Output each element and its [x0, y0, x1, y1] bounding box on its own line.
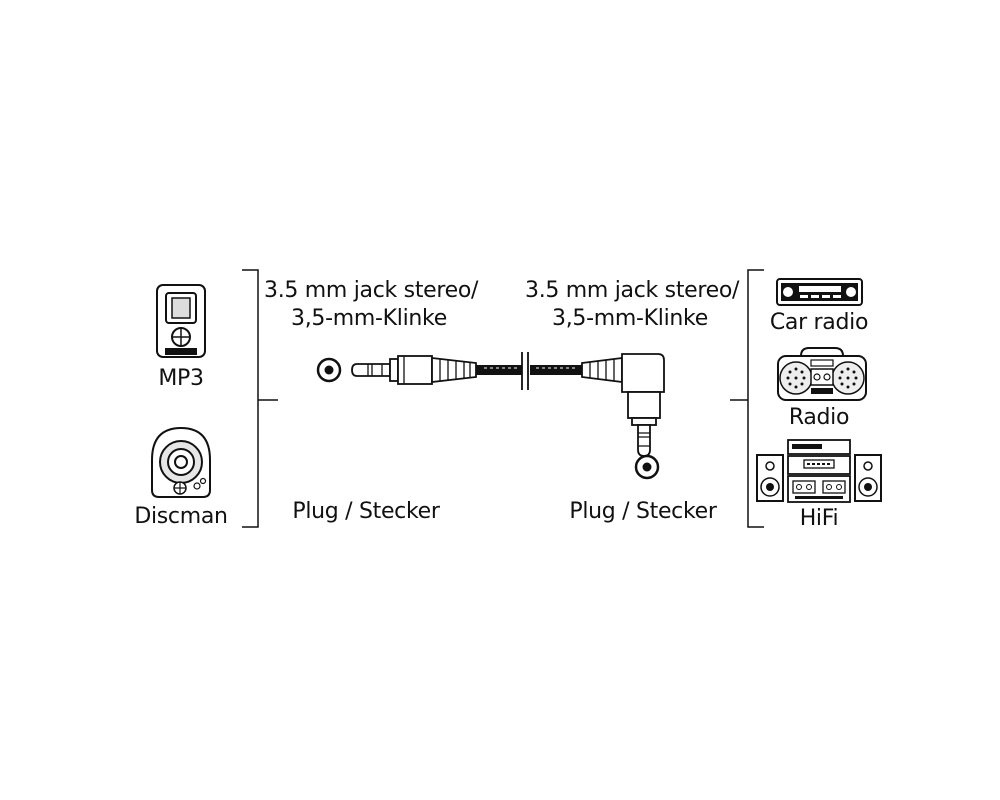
hifi-label: HiFi: [799, 506, 839, 531]
left-connector-title-line2: 3,5-mm-Klinke: [291, 306, 447, 331]
right-angled-jack-plug: [581, 353, 665, 457]
radio-label: Radio: [788, 405, 850, 430]
right-connector-title-line1: 3.5 mm jack stereo/: [525, 278, 740, 303]
discman-icon: [151, 426, 211, 498]
car-radio-label: Car radio: [769, 310, 869, 335]
discman-label: Discman: [134, 504, 228, 529]
mp3-label: MP3: [158, 366, 204, 391]
left-bracket: [242, 269, 278, 528]
right-connector-title-line2: 3,5-mm-Klinke: [552, 306, 708, 331]
boombox-icon: [777, 347, 867, 401]
car-radio-icon: [776, 278, 863, 306]
cable: [476, 352, 582, 390]
left-jack-plug: [351, 355, 477, 385]
left-plug-front-view: [316, 357, 342, 383]
right-plug-front-view: [634, 454, 660, 480]
right-bracket: [730, 269, 764, 528]
mp3-player-icon: [156, 284, 206, 358]
right-connector-type-label: Plug / Stecker: [569, 499, 717, 524]
left-connector-title-line1: 3.5 mm jack stereo/: [264, 278, 479, 303]
left-connector-type-label: Plug / Stecker: [292, 499, 440, 524]
hifi-system-icon: [756, 439, 882, 503]
